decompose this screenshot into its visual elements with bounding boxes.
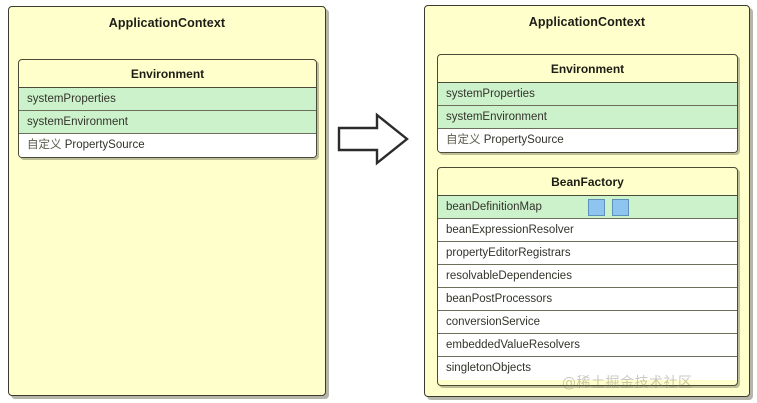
- environment-row-list-left: systemProperties systemEnvironment 自定义 Pro…: [19, 87, 316, 157]
- list-item-label: embeddedValueResolvers: [446, 339, 581, 351]
- list-item[interactable]: resolvableDependencies: [438, 265, 737, 288]
- list-item-label: systemEnvironment: [446, 111, 547, 123]
- right-arrow-icon: [337, 112, 409, 166]
- list-item[interactable]: systemProperties: [438, 83, 737, 106]
- list-item[interactable]: systemEnvironment: [438, 106, 737, 129]
- entry-chip[interactable]: [612, 199, 629, 216]
- list-item-label: propertyEditorRegistrars: [446, 247, 571, 259]
- list-item-label-cjk: 自定义: [446, 134, 481, 146]
- list-item-label: systemProperties: [27, 93, 116, 105]
- environment-row-list-right: systemProperties systemEnvironment 自定义 Pro…: [438, 82, 737, 152]
- environment-panel-left: Environment systemProperties systemEnviro…: [18, 59, 317, 158]
- page-title-right: ApplicationContext: [528, 15, 646, 29]
- list-item-label: beanPostProcessors: [446, 293, 553, 305]
- list-item[interactable]: propertyEditorRegistrars: [438, 242, 737, 265]
- beanfactory-title: BeanFactory: [551, 175, 624, 189]
- list-item-label: 自定义 PropertySource: [446, 134, 564, 146]
- environment-panel-right: Environment systemProperties systemEnviro…: [437, 54, 738, 153]
- list-item-label: systemEnvironment: [27, 116, 128, 128]
- list-item-label: beanDefinitionMap: [446, 201, 542, 213]
- list-item[interactable]: beanPostProcessors: [438, 288, 737, 311]
- application-context-after: ApplicationContext Environment systemPro…: [424, 5, 750, 397]
- list-item-label: beanExpressionResolver: [446, 224, 574, 236]
- list-item[interactable]: 自定义 PropertySource: [19, 134, 316, 157]
- application-context-before: ApplicationContext Environment systemPro…: [8, 6, 326, 396]
- entry-chip[interactable]: [588, 199, 605, 216]
- list-item-label: resolvableDependencies: [446, 270, 572, 282]
- page-title-left: ApplicationContext: [108, 16, 226, 30]
- list-item[interactable]: beanDefinitionMap: [438, 196, 737, 219]
- watermark: @稀土掘金技术社区: [562, 375, 693, 391]
- list-item[interactable]: beanExpressionResolver: [438, 219, 737, 242]
- beanfactory-panel: BeanFactory beanDefinitionMap beanExpress…: [437, 167, 738, 386]
- environment-title-right: Environment: [550, 62, 625, 76]
- list-item[interactable]: embeddedValueResolvers: [438, 334, 737, 357]
- list-item[interactable]: systemProperties: [19, 88, 316, 111]
- list-item-label: systemProperties: [446, 88, 535, 100]
- list-item-label: conversionService: [446, 316, 540, 328]
- list-item[interactable]: 自定义 PropertySource: [438, 129, 737, 152]
- list-item-label: 自定义 PropertySource: [27, 139, 145, 151]
- list-item-label-cjk: 自定义: [27, 139, 62, 151]
- entry-chip-group: [588, 199, 629, 216]
- beanfactory-row-list: beanDefinitionMap beanExpressionResolver p…: [438, 195, 737, 380]
- list-item[interactable]: systemEnvironment: [19, 111, 316, 134]
- list-item[interactable]: conversionService: [438, 311, 737, 334]
- list-item[interactable]: singletonObjects: [438, 357, 737, 380]
- list-item-label: singletonObjects: [446, 362, 532, 374]
- environment-title-left: Environment: [130, 67, 205, 81]
